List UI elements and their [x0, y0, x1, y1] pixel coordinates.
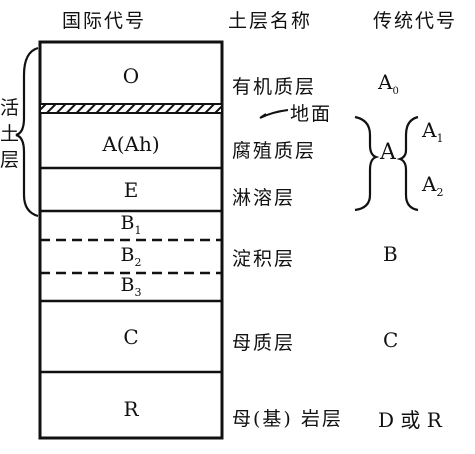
active-soil-layer-label: 活 土 层	[0, 97, 22, 171]
layer-name-bedrock: 母(基) 岩层	[232, 408, 343, 430]
ground-arrow	[259, 109, 289, 119]
layer-code-e: E	[123, 178, 139, 202]
header-soil-layer-name: 土层名称	[228, 10, 313, 32]
layer-code-c: C	[123, 325, 139, 349]
traditional-code-o: A0	[378, 70, 399, 97]
traditional-code-r: D 或 R	[378, 408, 442, 432]
ground-surface-label: 地面	[290, 103, 333, 125]
traditional-code-b: B	[383, 242, 398, 266]
layer-code-b1: B1	[120, 212, 142, 237]
a-sub-open-brace	[396, 115, 419, 212]
layer-name-eluvial: 淋溶层	[232, 187, 296, 209]
layer-name-organic: 有机质层	[232, 76, 317, 98]
layer-name-illuvial: 淀积层	[232, 248, 296, 270]
layer-code-b2: B2	[120, 244, 142, 269]
active-soil-brace	[15, 46, 39, 218]
layer-code-r: R	[123, 397, 139, 421]
ground-surface-hatch	[39, 103, 223, 114]
traditional-code-a-group: A	[380, 140, 396, 165]
profile-column-outline	[38, 40, 224, 440]
traditional-code-a2: A2	[422, 172, 444, 199]
traditional-code-c: C	[383, 328, 399, 352]
layer-code-a-ah: A(Ah)	[102, 132, 160, 156]
layer-name-humus: 腐殖质层	[232, 140, 317, 162]
a-group-close-brace	[354, 115, 380, 212]
layer-name-parent-material: 母质层	[232, 332, 296, 354]
header-traditional-code: 传统代号	[373, 10, 458, 32]
layer-code-b3: B3	[120, 274, 142, 299]
layer-code-o: O	[122, 64, 140, 88]
header-international-code: 国际代号	[62, 10, 147, 32]
traditional-code-a1: A1	[422, 118, 444, 145]
